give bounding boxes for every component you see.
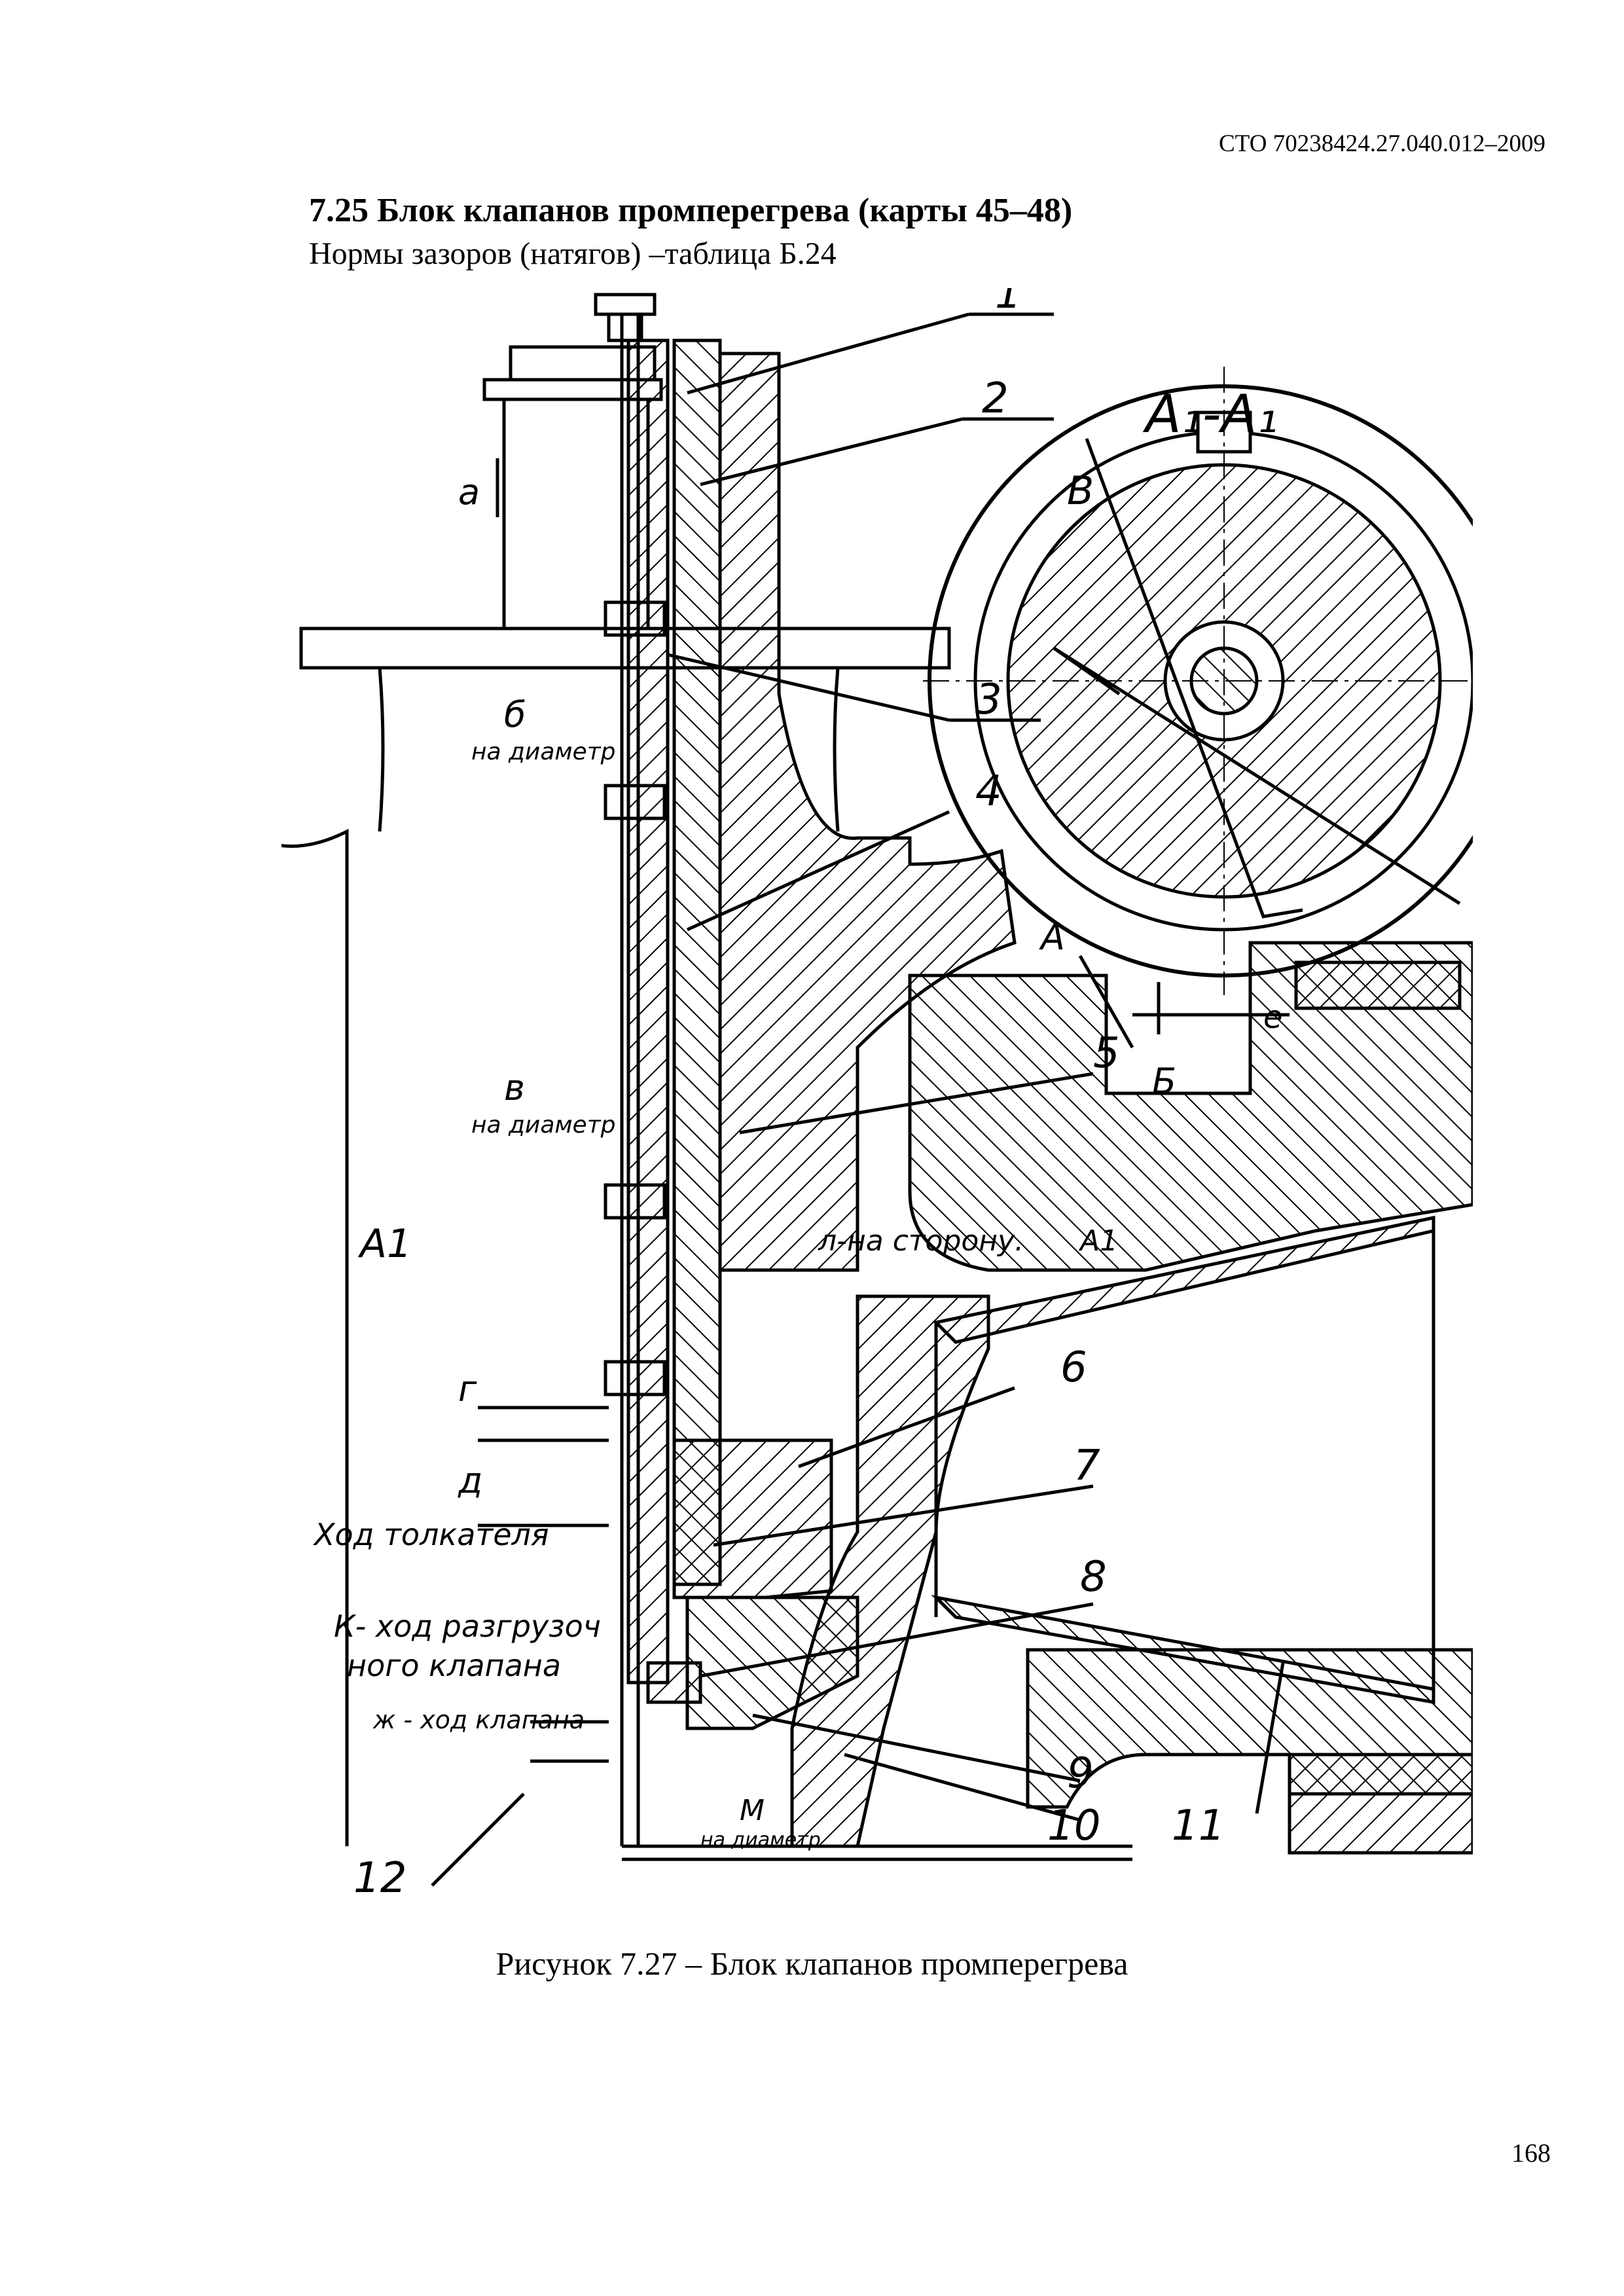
part-number-5: 5 — [1093, 1029, 1120, 1078]
section-marker-left: А1 — [357, 1221, 412, 1267]
dimension-b-note: на диаметр — [471, 738, 616, 765]
dimension-m: М — [740, 1794, 765, 1827]
nozzle-inner-top — [1294, 960, 1462, 1010]
page-number: 168 — [1511, 2138, 1551, 2168]
dimension-v-note: на диаметр — [471, 1112, 616, 1139]
cast-body-left — [281, 828, 349, 1846]
lower-casting — [790, 1294, 990, 1848]
relief-valve-travel-label-2: ного клапана — [347, 1648, 561, 1683]
part-number-8: 8 — [1080, 1553, 1107, 1601]
part-number-12: 12 — [353, 1854, 406, 1899]
dimension-d: д — [458, 1460, 482, 1501]
document-code: СТО 70238424.27.040.012–2009 — [1218, 130, 1545, 157]
dimension-l-note: л-на сторону. — [818, 1224, 1024, 1258]
lever-flange — [299, 627, 951, 670]
relief-valve-travel-label-1: К- ход разгрузоч — [334, 1609, 601, 1644]
valve-travel-label: ж - ход клапана — [372, 1705, 585, 1734]
dimension-a: а — [458, 471, 480, 513]
part-number-4: 4 — [975, 767, 1002, 816]
dimension-m-note: на диаметр — [700, 1829, 821, 1851]
dimension-b: б — [504, 694, 526, 735]
part-number-3: 3 — [975, 676, 1002, 724]
valve-disk — [672, 1438, 833, 1599]
part-number-9: 9 — [1067, 1749, 1094, 1798]
stem-cap — [594, 293, 657, 316]
dimension-g: г — [458, 1368, 477, 1410]
guide-sleeve — [672, 338, 722, 1586]
section-label: A₁-A₁ — [1142, 384, 1278, 445]
pusher-travel-label: Ход толкателя — [313, 1517, 549, 1552]
yoke-body — [502, 399, 650, 629]
relief-valve — [646, 1661, 702, 1704]
view-label-A: А — [1039, 917, 1065, 958]
part-number-1: 1 — [995, 288, 1022, 318]
dimension-e: е — [1263, 999, 1283, 1036]
stem-cap-base — [607, 312, 643, 342]
part-number-10: 10 — [1047, 1802, 1100, 1850]
figure-caption: Рисунок 7.27 – Блок клапанов промперегре… — [496, 1945, 1128, 1982]
detail-label-v: В — [1067, 468, 1094, 514]
part-number-6: 6 — [1060, 1343, 1087, 1392]
section-marker-right: А1 — [1078, 1224, 1118, 1258]
valve-block-drawing: A₁-A₁ 1 2 3 4 5 6 7 8 9 10 11 12 а б на … — [281, 288, 1473, 1899]
outlet-nozzle — [1288, 1753, 1473, 1855]
view-label-B: Б — [1152, 1061, 1176, 1102]
part-number-11: 11 — [1172, 1802, 1225, 1850]
flange-neck — [378, 667, 840, 832]
stem-bushing — [626, 338, 670, 1685]
section-heading: 7.25 Блок клапанов промперегрева (карты … — [309, 192, 1073, 229]
dimension-v: в — [504, 1067, 525, 1108]
part-number-2: 2 — [982, 374, 1009, 423]
part-number-7: 7 — [1074, 1442, 1100, 1490]
section-subheading: Нормы зазоров (натягов) –таблица Б.24 — [309, 236, 837, 271]
